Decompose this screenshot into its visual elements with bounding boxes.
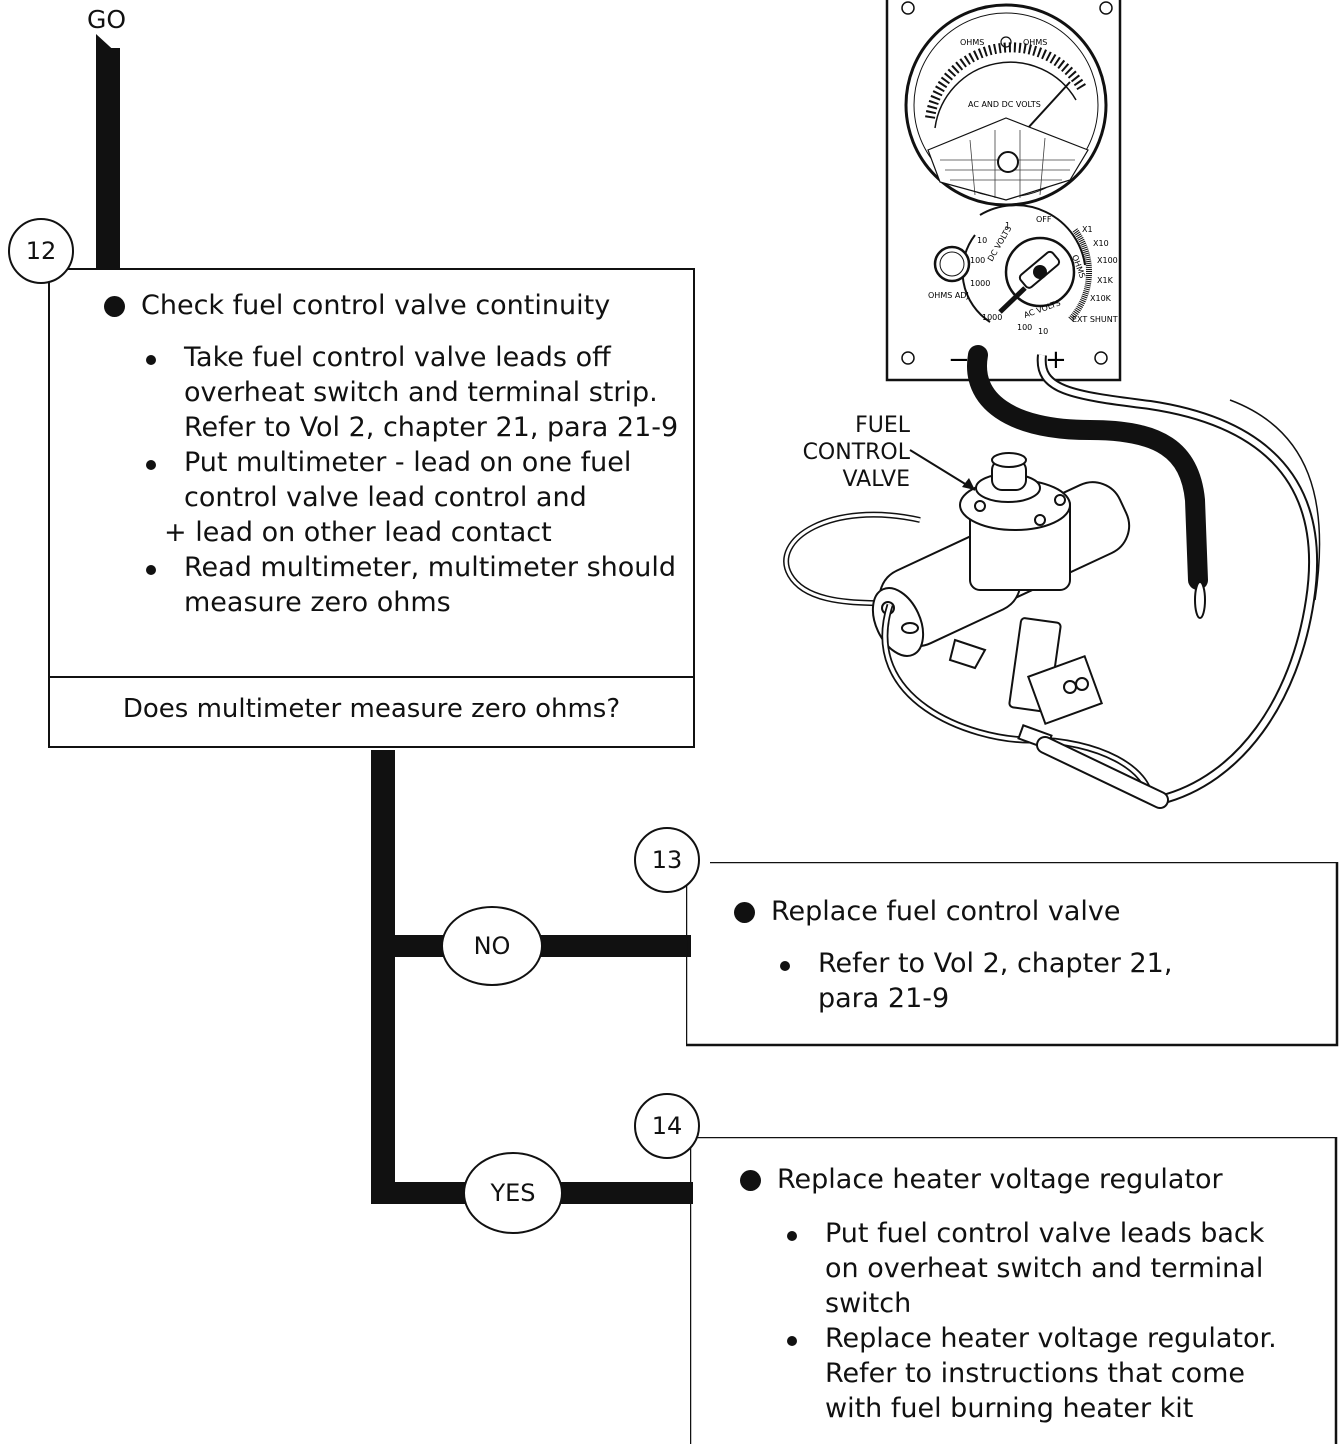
list-item: Take fuel control valve leads off overhe… [146,340,684,445]
step-13-frame [686,862,1339,1047]
list-item: Put multimeter - lead on one fuel contro… [146,445,684,515]
step-13-number: 13 [634,827,700,893]
step-12-box [48,268,695,748]
fuel-control-valve-callout: FUEL CONTROL VALVE [802,413,910,492]
negative-test-lead [967,345,1208,590]
dial-label-volts: AC AND DC VOLTS [968,100,1041,109]
list-item: Put fuel control valve leads back on ove… [787,1216,1295,1321]
switch-label-x10k: X10K [1090,294,1112,303]
list-item: Read multimeter, multimeter should measu… [146,550,684,620]
heading-bullet-icon [734,901,755,923]
switch-label-x10: X10 [1093,239,1109,248]
switch-label-1000-ac: 1000 [982,313,1002,322]
answer-no: NO [441,906,543,986]
step-12-question: Does multimeter measure zero ohms? [122,694,621,724]
fuel-control-valve [783,452,1131,726]
list-item: Refer to Vol 2, chapter 21, para 21-9 [780,946,1198,1016]
step-13-heading-text: Replace fuel control valve [771,896,1121,927]
list-item: + lead on other lead contact [164,517,552,548]
switch-label-10-ac: 10 [1038,327,1048,336]
answer-yes: YES [463,1152,563,1234]
step-14-number: 14 [634,1093,700,1159]
switch-label-100: 100 [970,256,985,265]
switch-label-x1k: X1K [1097,276,1114,285]
step-14-heading: Replace heater voltage regulator [740,1163,1223,1197]
heading-bullet-icon [740,1169,761,1191]
step-12-heading: Check fuel control valve continuity [104,289,610,323]
switch-label-1000: 1000 [970,279,990,288]
heading-bullet-icon [104,295,125,317]
switch-label-x100: X100 [1097,256,1118,265]
step-12-question-divider [48,676,695,678]
terminal-plus: + [1045,345,1067,375]
go-label: GO [87,5,127,34]
step-14-heading-text: Replace heater voltage regulator [777,1164,1223,1195]
multimeter-illustration: OHMS OHMS AC AND DC VOLTS OFF X1 X10 X10… [783,0,1321,809]
switch-label-ohms-adj: OHMS ADJ [928,291,969,300]
step-12-bullets: Take fuel control valve leads off overhe… [146,340,684,620]
step-12-heading-text: Check fuel control valve continuity [141,290,611,321]
step-13-heading: Replace fuel control valve [734,895,1120,929]
step-14-bullets: Put fuel control valve leads back on ove… [787,1216,1295,1426]
switch-label-ext-shunt: EXT SHUNT [1072,315,1118,324]
switch-label-x1: X1 [1082,225,1093,234]
step-14-frame [690,1137,1338,1444]
go-arrow-tip [96,34,120,56]
switch-label-100-ac: 100 [1017,323,1032,332]
dial-label-ohms-left: OHMS [960,38,984,47]
terminal-minus: − [948,345,970,375]
step-13-bullets: Refer to Vol 2, chapter 21, para 21-9 [780,946,1198,1016]
dial-label-ohms-right: OHMS [1023,38,1047,47]
list-item: Replace heater voltage regulator. Refer … [787,1321,1295,1426]
switch-label-10: 10 [977,236,987,245]
switch-label-off: OFF [1036,215,1052,224]
go-arrow-line [96,48,120,273]
step-12-number: 12 [8,218,74,284]
trunk-line [371,750,395,1203]
switch-label-1: 1 [1005,221,1010,230]
